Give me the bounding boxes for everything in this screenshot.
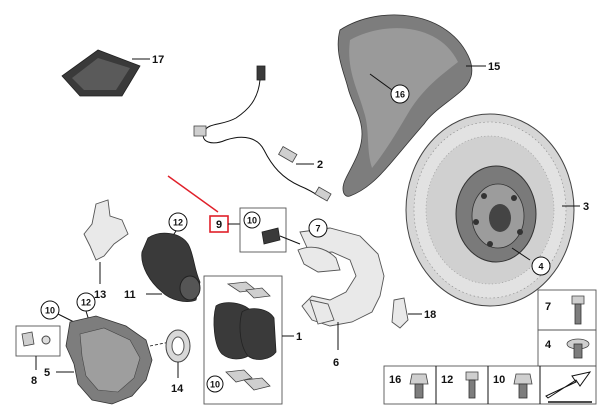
label-2: 2 [317,159,323,171]
part-10-bolt-group: 10 [239,207,301,253]
part-2-wear-sensor: 2 [193,65,332,202]
legend-12-label: 12 [441,374,453,386]
direction-arrow-icon [545,371,592,403]
label-11: 11 [124,289,136,301]
label-13: 13 [94,289,106,301]
fastener-legend: 7 4 16 12 10 [383,289,597,405]
legend-4-label: 4 [545,339,552,351]
label-16-callout: 16 [395,90,405,100]
label-4-callout: 4 [538,262,543,272]
label-12-callout-top: 12 [173,218,183,228]
part-5-caliper: 8 10 12 5 [15,292,171,405]
label-1: 1 [296,331,302,343]
label-7-callout: 7 [315,224,320,234]
label-17: 17 [152,54,164,66]
part-11-actuator: 12 11 [124,212,201,302]
part-15-dust-shield: 15 16 [337,14,500,197]
label-14: 14 [171,383,184,395]
part-14-seal: 14 [165,329,191,395]
label-3: 3 [583,201,589,213]
part-6-7-carrier: 7 6 [297,218,385,369]
legend-7-label: 7 [545,301,551,313]
part-18-clip: 18 [391,297,436,329]
label-8: 8 [31,375,37,387]
part-1-brake-pads: 10 1 [203,275,302,405]
label-12-caliper: 12 [81,298,91,308]
label-10-caliper: 10 [45,306,55,316]
label-10-pads: 10 [210,380,220,390]
part-13-bracket: 13 [83,199,129,301]
label-6: 6 [333,357,339,369]
label-5: 5 [44,367,50,379]
legend-16-label: 16 [389,374,401,386]
part-17-cover: 17 [61,49,164,97]
legend-10-label: 10 [493,374,505,386]
label-18: 18 [424,309,436,321]
label-10-top: 10 [247,216,257,226]
part-3-brake-disc: 3 4 [405,113,589,307]
label-15: 15 [488,61,500,73]
part-9-highlight: 9 [167,175,240,233]
label-9: 9 [216,219,222,231]
